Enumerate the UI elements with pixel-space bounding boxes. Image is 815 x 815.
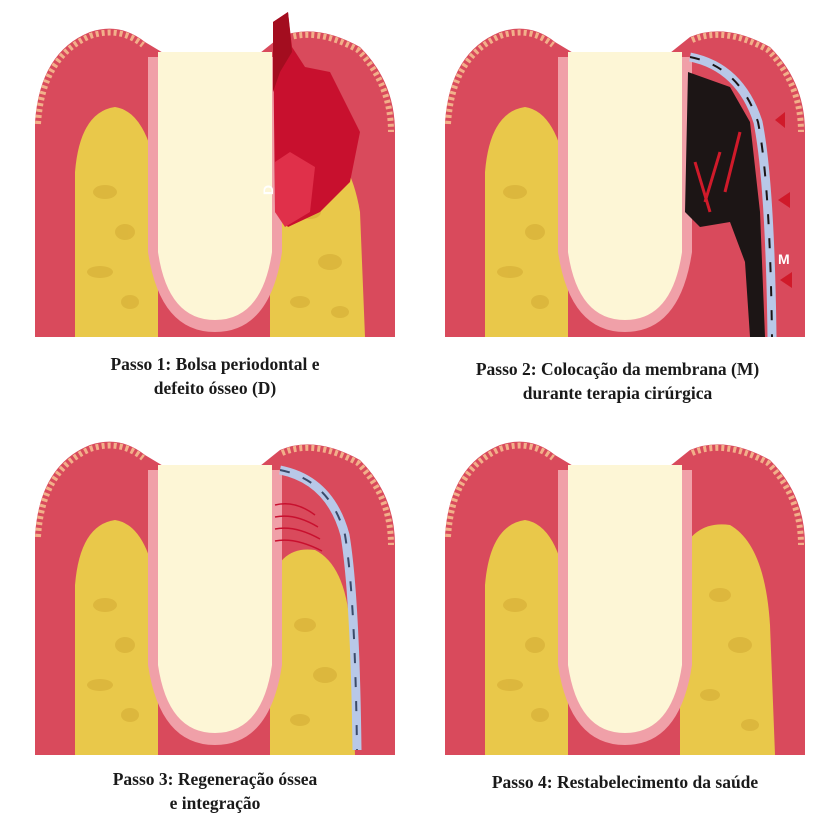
panel-step-1: D — [30, 12, 400, 337]
caption-step-3-line2: e integração — [30, 791, 400, 815]
membrane-label: M — [778, 251, 790, 267]
panel-step-4 — [440, 425, 810, 755]
tooth-root — [158, 465, 272, 733]
panel-step-3 — [30, 425, 400, 755]
tooth-cross-section — [445, 442, 805, 755]
defect-label: D — [260, 185, 276, 195]
tooth-root — [158, 52, 272, 320]
caption-step-3-line1: Passo 3: Regeneração óssea — [30, 767, 400, 791]
caption-step-1-line2: defeito ósseo (D) — [30, 376, 400, 400]
alveolar-bone — [485, 107, 568, 337]
tooth-root — [568, 52, 682, 320]
caption-step-4-line1: Passo 4: Restabelecimento da saúde — [440, 770, 810, 794]
caption-step-2: Passo 2: Colocação da membrana (M) duran… — [420, 357, 815, 405]
alveolar-bone — [75, 107, 158, 337]
diagram-step-1: D — [30, 12, 400, 337]
tooth-cross-section — [35, 12, 395, 337]
tooth-cross-section — [35, 442, 395, 755]
alveolar-bone — [75, 520, 158, 755]
tooth-root — [568, 465, 682, 733]
caption-step-1-line1: Passo 1: Bolsa periodontal e — [30, 352, 400, 376]
caption-step-4: Passo 4: Restabelecimento da saúde — [440, 770, 810, 794]
diagram-step-3 — [30, 425, 400, 755]
caption-step-1: Passo 1: Bolsa periodontal e defeito óss… — [30, 352, 400, 400]
tooth-cross-section — [445, 29, 805, 337]
diagram-step-4 — [440, 425, 810, 755]
alveolar-bone — [485, 520, 568, 755]
caption-step-2-line2: durante terapia cirúrgica — [420, 381, 815, 405]
diagram-step-2: M — [440, 12, 810, 337]
caption-step-2-line1: Passo 2: Colocação da membrana (M) — [420, 357, 815, 381]
panel-step-2: M — [440, 12, 810, 337]
caption-step-3: Passo 3: Regeneração óssea e integração — [30, 767, 400, 815]
